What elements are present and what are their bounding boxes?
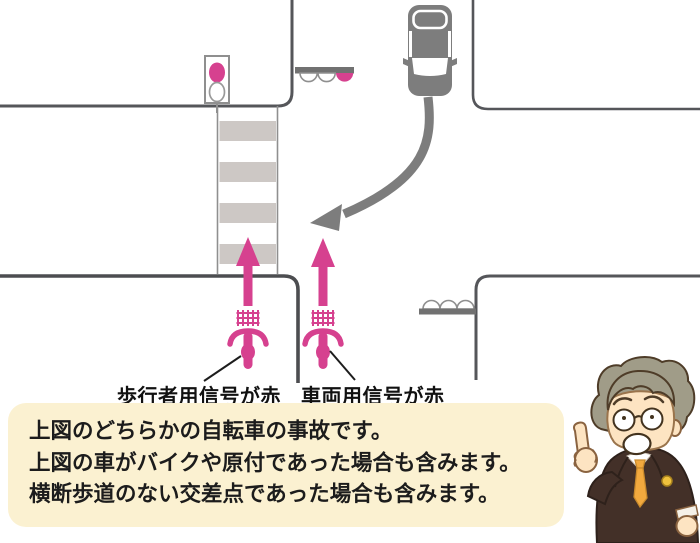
car-top-view-icon [403, 5, 457, 96]
road-curb-lines [0, 0, 700, 383]
crosswalk-icon [216, 106, 279, 274]
note-line-1: 上図のどちらかの自転車の事故です。 [29, 419, 393, 443]
vehicle-signal-label: 車両用信号が赤 [301, 386, 445, 408]
bicycle-path-arrows [236, 237, 335, 306]
right-up-arrow-icon [311, 238, 335, 306]
vehicle-signal-red-icon [295, 67, 354, 83]
pedestrian-signal-label: 歩行者用信号が赤 [117, 386, 281, 408]
note-line-2: 上図の車がバイクや原付であった場合も含みます。 [29, 450, 521, 475]
cross-street-signal-icon [419, 299, 476, 315]
note-box: 上図のどちらかの自転車の事故です。 上図の車がバイクや原付であった場合も含みます… [8, 403, 564, 527]
label-pointer-lines [203, 350, 356, 382]
car-turn-path-arrow-icon [310, 96, 434, 231]
left-up-arrow-icon [236, 237, 260, 306]
pedestrian-signal-red-icon [204, 55, 230, 113]
bicycle-top-view-icon [302, 310, 344, 369]
note-line-3: 横断歩道のない交差点であった場合も含みます。 [29, 482, 500, 506]
lawyer-pointing-character-icon [573, 356, 700, 543]
bicycle-top-view-icon [227, 310, 269, 369]
